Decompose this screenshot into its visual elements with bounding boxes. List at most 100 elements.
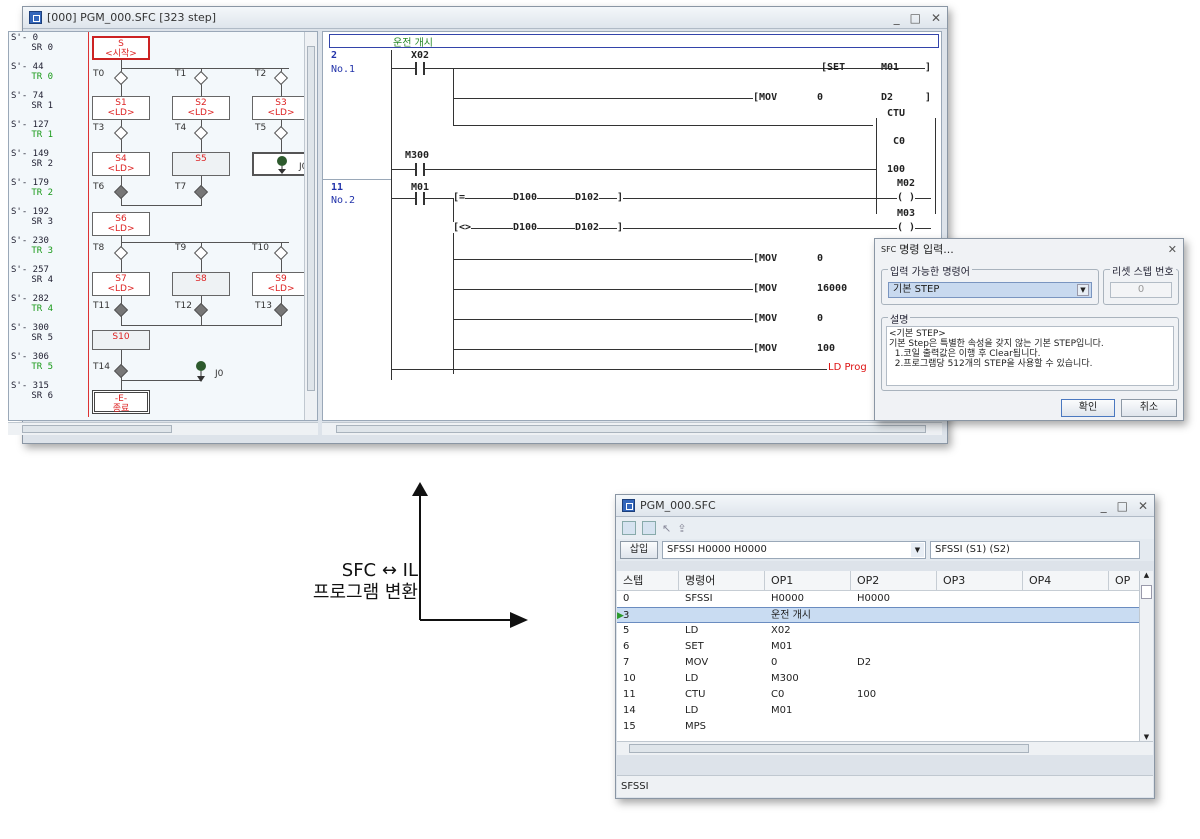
- chevron-down-icon[interactable]: ▼: [1077, 284, 1089, 296]
- close-icon[interactable]: ✕: [930, 10, 941, 25]
- dialog-titlebar[interactable]: SFC 명령 입력... ✕: [875, 239, 1183, 259]
- sfc-vertical-scrollbar[interactable]: [304, 32, 317, 420]
- mov-instr[interactable]: [MOV: [753, 253, 778, 264]
- transition-t14[interactable]: [113, 363, 129, 379]
- transition-t3[interactable]: [113, 125, 129, 141]
- transition-t10[interactable]: [273, 245, 289, 261]
- step-start[interactable]: S <시작>: [92, 36, 150, 60]
- scroll-up-icon[interactable]: ▲: [1143, 571, 1150, 579]
- step-s8[interactable]: S8: [172, 272, 230, 296]
- step-s3[interactable]: S3<LD>: [252, 96, 310, 120]
- col-step[interactable]: 스텝: [617, 571, 679, 590]
- mov-instr[interactable]: [MOV: [753, 92, 778, 103]
- command-select[interactable]: 기본 STEP ▼: [888, 282, 1092, 298]
- transition-t9[interactable]: [193, 245, 209, 261]
- col-op-more[interactable]: OP: [1115, 574, 1131, 587]
- ladder-pane[interactable]: 운전 개시 2 No.1 X02 [SET M01 ] [MOV 0 D2 ] …: [322, 31, 942, 421]
- step-end[interactable]: -E-종료: [92, 390, 150, 414]
- step-s10[interactable]: S10: [92, 330, 150, 350]
- mov-src: 0: [817, 253, 824, 264]
- chevron-down-icon[interactable]: ▼: [911, 543, 924, 557]
- jump-box[interactable]: [252, 152, 310, 176]
- col-op2[interactable]: OP2: [851, 571, 937, 590]
- compare-instr[interactable]: [<>: [453, 222, 472, 233]
- maximize-icon[interactable]: □: [1116, 498, 1128, 513]
- pointer-icon[interactable]: ↖: [662, 521, 672, 535]
- close-icon[interactable]: ✕: [1167, 242, 1177, 256]
- compare-instr[interactable]: [=: [453, 192, 466, 203]
- transition-t5[interactable]: [273, 125, 289, 141]
- mov-instr[interactable]: [MOV: [753, 343, 778, 354]
- mov-instr[interactable]: [MOV: [753, 313, 778, 324]
- step-s6[interactable]: S6<LD>: [92, 212, 150, 236]
- transition-t8[interactable]: [113, 245, 129, 261]
- transition-t11[interactable]: [113, 302, 129, 318]
- step-s5[interactable]: S5: [172, 152, 230, 176]
- transition-t6[interactable]: [113, 184, 129, 200]
- scroll-thumb[interactable]: [629, 744, 1029, 753]
- minimize-icon[interactable]: _: [893, 10, 900, 25]
- scroll-down-icon[interactable]: ▼: [1143, 733, 1150, 741]
- col-op3[interactable]: OP3: [937, 571, 1023, 590]
- transition-t2[interactable]: [273, 70, 289, 86]
- step-s2[interactable]: S2<LD>: [172, 96, 230, 120]
- il-editor-titlebar[interactable]: PGM_000.SFC _ □ ✕: [616, 495, 1154, 517]
- step-s4[interactable]: S4<LD>: [92, 152, 150, 176]
- ladder-horizontal-scrollbar[interactable]: [322, 422, 942, 435]
- step-s7[interactable]: S7<LD>: [92, 272, 150, 296]
- cancel-button[interactable]: 취소: [1121, 399, 1177, 417]
- insert-button[interactable]: 삽입: [620, 541, 658, 559]
- col-op4[interactable]: OP4: [1023, 571, 1109, 590]
- reset-step-input[interactable]: 0: [1110, 282, 1172, 298]
- transition-t12[interactable]: [193, 302, 209, 318]
- coil-symbol[interactable]: ( ): [897, 222, 916, 233]
- contact-symbol[interactable]: [415, 62, 425, 75]
- upload-icon[interactable]: ⇪: [677, 521, 687, 535]
- copy-icon[interactable]: [642, 521, 656, 535]
- ok-button[interactable]: 확인: [1061, 399, 1115, 417]
- close-icon[interactable]: ✕: [1137, 498, 1148, 513]
- transition-t0[interactable]: [113, 70, 129, 86]
- ctu-preset: 100: [887, 164, 906, 175]
- col-instruction[interactable]: 명령어: [679, 571, 765, 590]
- coil-symbol[interactable]: ( ): [897, 192, 916, 203]
- sfc-editor-titlebar[interactable]: [000] PGM_000.SFC [323 step] _ □ ✕: [23, 7, 947, 29]
- il-horizontal-scrollbar[interactable]: [617, 741, 1153, 755]
- table-cell: C0: [771, 689, 785, 700]
- il-vertical-scrollbar[interactable]: ▲ ▼: [1139, 571, 1153, 741]
- transition-t13[interactable]: [273, 302, 289, 318]
- transition-t1[interactable]: [193, 70, 209, 86]
- transition-t7[interactable]: [193, 184, 209, 200]
- mov-instr[interactable]: [MOV: [753, 283, 778, 294]
- jump-label-j0: J0: [215, 369, 224, 379]
- list-icon[interactable]: [622, 521, 636, 535]
- contact-symbol[interactable]: [415, 192, 425, 205]
- ctu-counter: C0: [893, 136, 906, 147]
- scroll-thumb[interactable]: [336, 425, 926, 433]
- scroll-thumb[interactable]: [1141, 585, 1152, 599]
- step-s1[interactable]: S1<LD>: [92, 96, 150, 120]
- scroll-thumb[interactable]: [307, 46, 315, 391]
- scroll-thumb[interactable]: [22, 425, 172, 433]
- instruction-input[interactable]: SFSSI H0000 H0000 ▼: [662, 541, 926, 559]
- transition-t4[interactable]: [193, 125, 209, 141]
- sfc-horizontal-scrollbar[interactable]: [8, 422, 318, 435]
- minimize-icon[interactable]: _: [1100, 498, 1107, 513]
- maximize-icon[interactable]: □: [909, 10, 921, 25]
- contact-symbol[interactable]: [415, 163, 425, 176]
- coil-instr[interactable]: [SET: [821, 62, 846, 73]
- ctu-block[interactable]: [876, 118, 936, 214]
- col-op1[interactable]: OP1: [765, 571, 851, 590]
- step-s9[interactable]: S9<LD>: [252, 272, 310, 296]
